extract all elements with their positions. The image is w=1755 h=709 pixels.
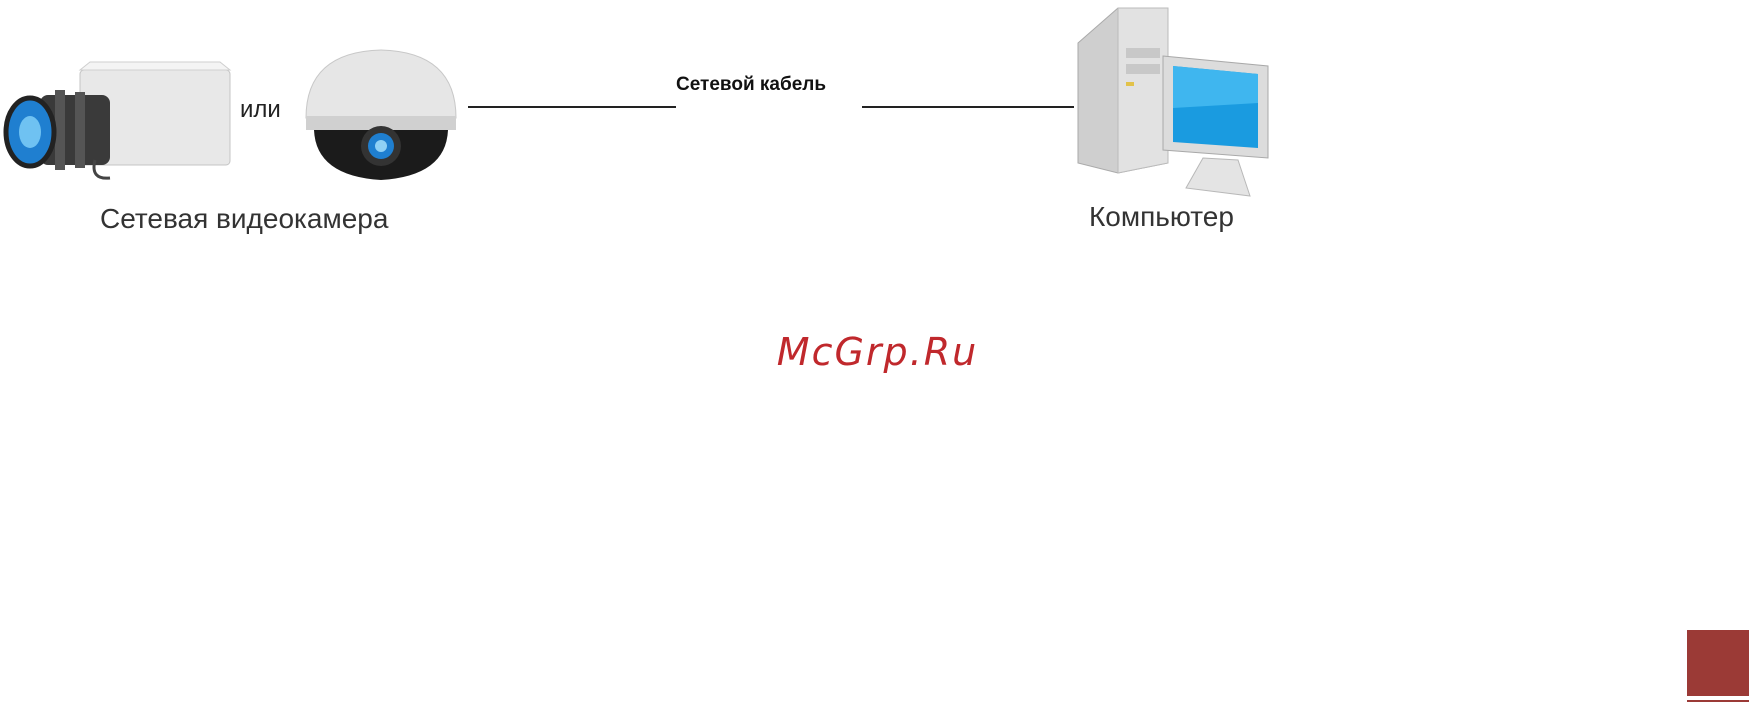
page-corner-underline [1687, 700, 1749, 702]
box-camera-icon [0, 60, 240, 190]
network-cable-left [468, 106, 676, 108]
computer-label: Компьютер [1089, 201, 1234, 233]
page-corner-marker [1687, 630, 1749, 696]
or-label: или [240, 96, 281, 124]
watermark: McGrp.Ru [0, 330, 1755, 374]
dome-camera-icon [296, 46, 466, 186]
computer-icon [1078, 8, 1278, 203]
network-cable-right [862, 106, 1074, 108]
cable-label: Сетевой кабель [676, 74, 826, 96]
camera-label: Сетевая видеокамера [100, 203, 388, 235]
